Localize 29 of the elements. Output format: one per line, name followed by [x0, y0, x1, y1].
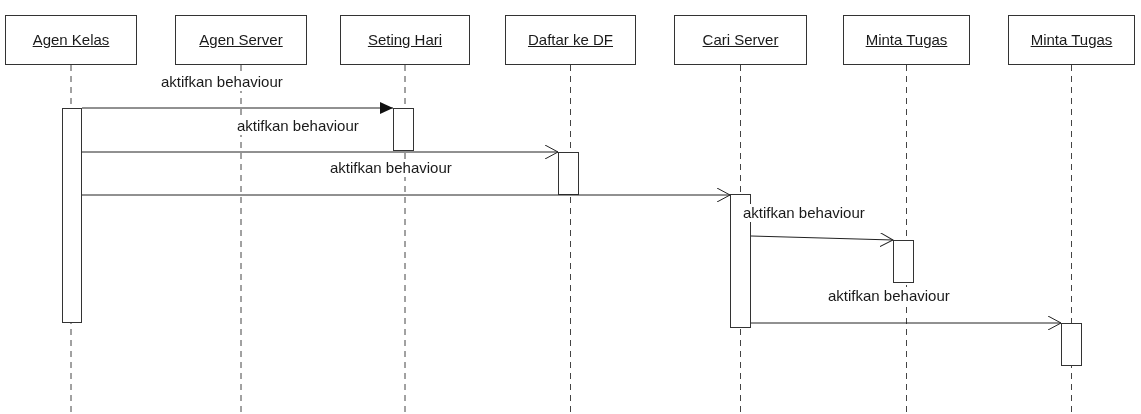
edge-label: aktifkan behaviour: [742, 204, 866, 222]
lifeline-header: [175, 15, 307, 65]
object-name: Agen Kelas: [32, 30, 110, 50]
object-name: Seting Hari: [367, 30, 443, 50]
lifeline-header: [1008, 15, 1135, 65]
lifeline-header: [340, 15, 470, 65]
message-arrow: [81, 102, 394, 114]
activation-bar: [393, 108, 414, 151]
object-name: Minta Tugas: [865, 30, 948, 50]
message-arrow: [81, 144, 559, 160]
edge-label: aktifkan behaviour: [160, 73, 284, 91]
edge-label: aktifkan behaviour: [236, 117, 360, 135]
activation-bar: [1061, 323, 1082, 366]
activation-bar: [558, 152, 579, 195]
edge-label: aktifkan behaviour: [329, 159, 453, 177]
message-arrow: [81, 187, 731, 203]
lifeline-header: [505, 15, 636, 65]
lifeline-header: [674, 15, 807, 65]
lifeline-header: [843, 15, 970, 65]
message-arrow: [750, 315, 1062, 331]
edge-label: aktifkan behaviour: [827, 287, 951, 305]
message-arrow: [750, 232, 894, 248]
lifeline-header: [5, 15, 137, 65]
object-name: Minta Tugas: [1030, 30, 1113, 50]
activation-bar: [62, 108, 82, 323]
activation-bar: [893, 240, 914, 283]
object-name: Cari Server: [702, 30, 779, 50]
object-name: Agen Server: [199, 30, 283, 50]
object-name: Daftar ke DF: [528, 30, 613, 50]
